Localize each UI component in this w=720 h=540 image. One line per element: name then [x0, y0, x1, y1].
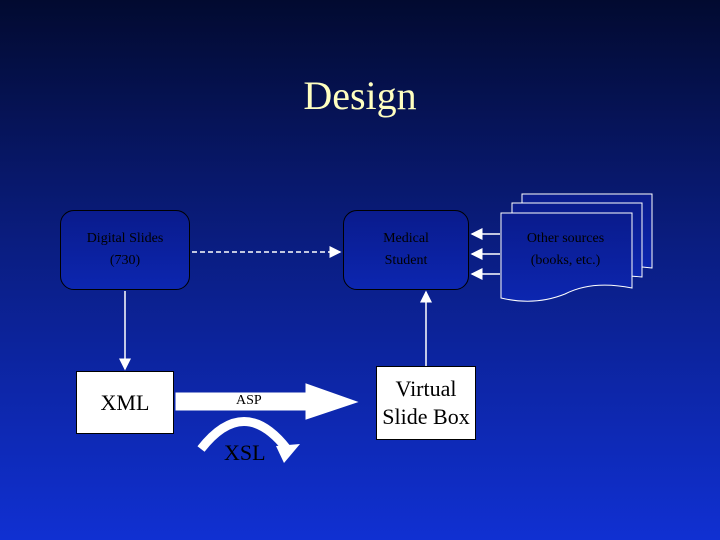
- other-sources-label-line1: Other sources: [526, 231, 605, 246]
- xml-node: XML: [76, 371, 174, 434]
- asp-label: ASP: [236, 393, 262, 408]
- other-sources-label: Other sources (books, etc.): [503, 228, 628, 272]
- medical-student-label-line1: Medical: [383, 231, 429, 246]
- digital-slides-label-line2: (730): [109, 253, 141, 268]
- xsl-label: XSL: [224, 440, 266, 465]
- other-sources-document-stack: [500, 193, 653, 302]
- digital-slides-label-line1: Digital Slides: [86, 231, 164, 246]
- virtual-slide-box-label-line1: Virtual: [395, 376, 457, 401]
- xml-label: XML: [100, 389, 150, 415]
- slide-title: Design: [303, 73, 417, 118]
- medical-student-label-line2: Student: [384, 253, 428, 268]
- curved-arrow-xsl: [197, 417, 300, 463]
- block-arrow-asp: [175, 383, 359, 420]
- digital-slides-node: Digital Slides (730): [60, 210, 190, 290]
- virtual-slide-box-node: Virtual Slide Box: [376, 366, 476, 440]
- medical-student-node: Medical Student: [343, 210, 469, 290]
- other-sources-label-line2: (books, etc.): [530, 253, 601, 268]
- virtual-slide-box-label-line2: Slide Box: [382, 404, 470, 429]
